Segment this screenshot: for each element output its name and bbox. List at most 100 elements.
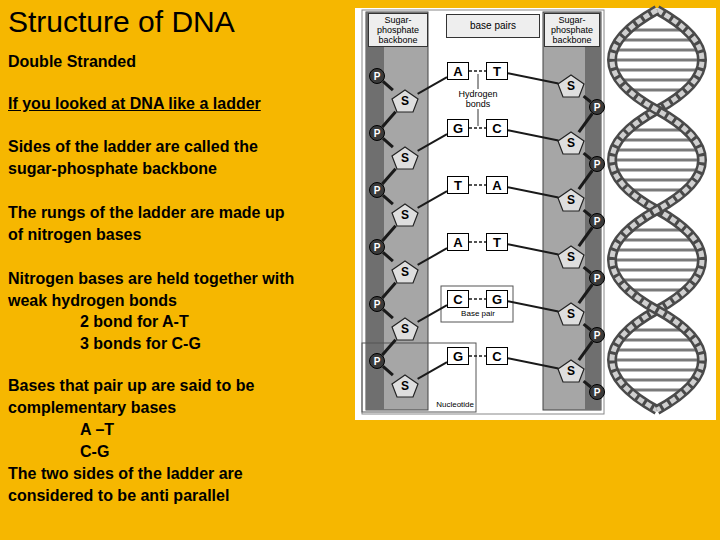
base-box: G [447,119,469,137]
pentagon-shape [558,246,584,268]
base-letter: C [492,349,501,364]
base-pair-outline [441,286,513,322]
sugar-letter: S [567,79,575,93]
backbone-header: Sugar-phosphate backbone [544,13,600,47]
left-backbone-column [366,12,428,410]
base-letter: T [454,178,462,193]
base-letter: A [453,235,462,250]
base-letter: T [493,64,501,79]
backbone-bond [382,226,395,241]
bond-line [508,358,558,368]
pentagon-shape [558,132,584,154]
pentagon-shape [558,189,584,211]
body-text: Double Stranded [8,51,308,73]
phosphate-circle: P [369,68,385,84]
hydrogen-bond [469,184,486,186]
header-text: base pairs [470,21,516,31]
sugar-letter: S [401,94,409,108]
sugar-pentagon: S [391,203,419,227]
sugar-pentagon: S [557,188,585,212]
backbone-bond [579,228,593,247]
pentagon-shape [392,261,418,283]
bond-line [508,187,558,197]
sugar-letter: S [567,136,575,150]
phosphate-circle: P [589,213,605,229]
base-letter: A [453,64,462,79]
phosphate-letter: P [374,242,381,253]
backbone-header: Sugar-phosphate backbone [368,13,428,47]
phosphate-letter: P [374,128,381,139]
header-text: Sugar-phosphate backbone [545,15,599,45]
pentagon-shape [392,204,418,226]
backbone-bond [579,114,593,133]
helix-strand [612,10,702,410]
base-box: T [447,176,469,194]
backbone-bond [383,252,393,261]
body-text: Sides of the ladder are called the sugar… [8,136,300,180]
backbone-bond [579,342,593,361]
sugar-letter: S [567,364,575,378]
backbone-bond [383,309,393,318]
backbone-bond [382,112,395,127]
phosphate-letter: P [594,330,601,341]
sugar-pentagon: S [391,374,419,398]
base-box: C [447,290,469,308]
sugar-letter: S [401,265,409,279]
pentagon-shape [392,375,418,397]
phosphate-letter: P [594,159,601,170]
hydrogen-bond [469,298,486,300]
base-letter: G [453,349,463,364]
pentagon-shape [558,75,584,97]
phosphate-letter: P [374,71,381,82]
phosphate-circle: P [369,239,385,255]
base-letter: G [492,292,502,307]
sugar-pentagon: S [391,146,419,170]
sugar-letter: S [567,307,575,321]
backbone-bond [579,171,593,190]
sugar-pentagon: S [391,89,419,113]
body-text: C-G [80,441,280,463]
backbone-bond [383,81,393,90]
base-letter: T [493,235,501,250]
ladder-frame [362,10,604,414]
helix-strand-pattern [612,10,702,410]
pentagon-shape [558,360,584,382]
phosphate-circle: P [589,327,605,343]
backbone-bond [382,169,395,184]
base-box: T [486,62,508,80]
base-pair-label: Base pair [452,309,504,318]
phosphate-letter: P [594,102,601,113]
right-backbone-column [543,12,601,410]
backbone-bond [382,340,395,355]
body-text: 2 bond for A-T [80,311,330,333]
hydrogen-bond-label: Hydrogen bonds [453,89,503,109]
base-box: A [486,176,508,194]
body-text: 3 bonds for C-G [80,333,330,355]
sugar-letter: S [401,151,409,165]
phosphate-letter: P [594,273,601,284]
phosphate-letter: P [374,185,381,196]
bond-line [508,130,558,140]
slide-title: Structure of DNA [8,4,235,40]
hydrogen-bond [469,355,486,357]
sugar-letter: S [401,379,409,393]
hydrogen-bond [469,127,486,129]
sugar-pentagon: S [557,359,585,383]
bond-line [508,301,558,311]
bond-line [418,362,447,379]
pentagon-shape [392,318,418,340]
phosphate-circle: P [589,384,605,400]
body-text: The two sides of the ladder are consider… [8,463,300,507]
sugar-pentagon: S [391,317,419,341]
phosphate-letter: P [594,387,601,398]
base-box: A [447,233,469,251]
bond-line [508,73,558,83]
bond-line [508,244,558,254]
base-box: C [486,347,508,365]
base-box: A [447,62,469,80]
backbone-bond [382,283,395,298]
helix-strand-pattern [612,10,702,410]
phosphate-letter: P [374,356,381,367]
hydrogen-bond [469,70,486,72]
pentagon-shape [558,303,584,325]
